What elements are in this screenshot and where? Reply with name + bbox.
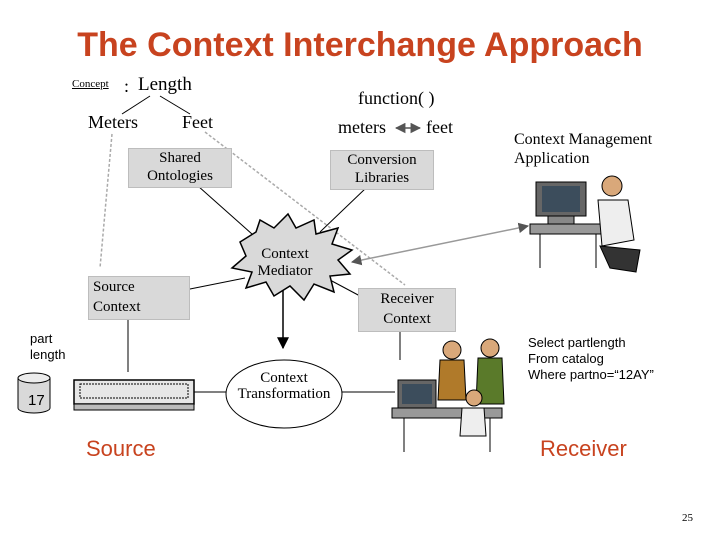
page-title: The Context Interchange Approach (77, 26, 643, 64)
concept-unit-meters: Meters (88, 112, 138, 132)
source-data-label-line2: length (30, 347, 66, 362)
context-mediator-line1: Context (261, 246, 309, 262)
conversion-to-mediator-line (319, 187, 367, 233)
query-line1: Select partlength (528, 335, 626, 350)
database-icon (17, 372, 51, 414)
source-data-label-line1: part (30, 331, 53, 346)
server-icon (73, 379, 195, 411)
source-label: Source (86, 436, 156, 461)
context-transformation-line1: Context (260, 370, 308, 386)
concept-branch-feet (159, 95, 191, 115)
context-management-label: Context Management Application (514, 130, 652, 168)
concept-unit-feet: Feet (182, 112, 213, 132)
context-mediator-line2: Mediator (257, 263, 313, 279)
context-mediator-label: Context Mediator (240, 246, 330, 280)
source-data-value: 17 (28, 392, 45, 409)
feet-to-receiver-line (204, 131, 406, 286)
concept-name: Length (138, 74, 192, 95)
shared-ontologies-line1: Shared (159, 150, 201, 166)
concept-branch-meters (121, 95, 151, 115)
mediator-to-management-arrow (350, 222, 530, 266)
conversion-libraries-box: Conversion Libraries (330, 150, 434, 190)
concept-colon: : (124, 76, 130, 96)
shared-ontologies-box: Shared Ontologies (128, 148, 232, 188)
context-mediator-burst (230, 212, 354, 302)
function-to: feet (426, 117, 453, 137)
meters-to-source-line (99, 133, 113, 269)
conversion-libraries-line1: Conversion (347, 152, 417, 168)
receiver-label: Receiver (540, 436, 627, 461)
receiver-to-mediator-line (329, 279, 361, 297)
source-to-mediator-line (184, 277, 246, 291)
receiver-group-icon (391, 338, 505, 452)
source-context-line1: Source (93, 279, 135, 295)
context-transformation-cloud (225, 359, 343, 429)
query-line2: From catalog (528, 351, 604, 366)
query-text: Select partlength From catalog Where par… (528, 335, 654, 383)
function-from: meters (338, 117, 386, 137)
function-label: function( ) (358, 88, 435, 108)
source-context-line2: Context (93, 299, 141, 315)
shared-ontologies-line2: Ontologies (147, 168, 213, 184)
concept-prefix: Concept (72, 78, 109, 90)
context-transformation-label: Context Transformation (224, 370, 344, 402)
management-workstation-icon (529, 175, 641, 273)
source-context-box: Source Context (88, 276, 190, 320)
page-number: 25 (682, 512, 693, 524)
receiver-context-box: Receiver Context (358, 288, 456, 332)
source-data-label: part length (30, 331, 65, 363)
conversion-libraries-line2: Libraries (354, 170, 410, 186)
context-management-line1: Context Management (514, 131, 653, 148)
query-line3: Where partno=“12AY” (528, 367, 654, 382)
context-management-line2: Application (514, 150, 590, 167)
context-transformation-line2: Transformation (237, 386, 331, 402)
receiver-context-line2: Context (383, 311, 431, 327)
receiver-context-line1: Receiver (380, 291, 434, 307)
